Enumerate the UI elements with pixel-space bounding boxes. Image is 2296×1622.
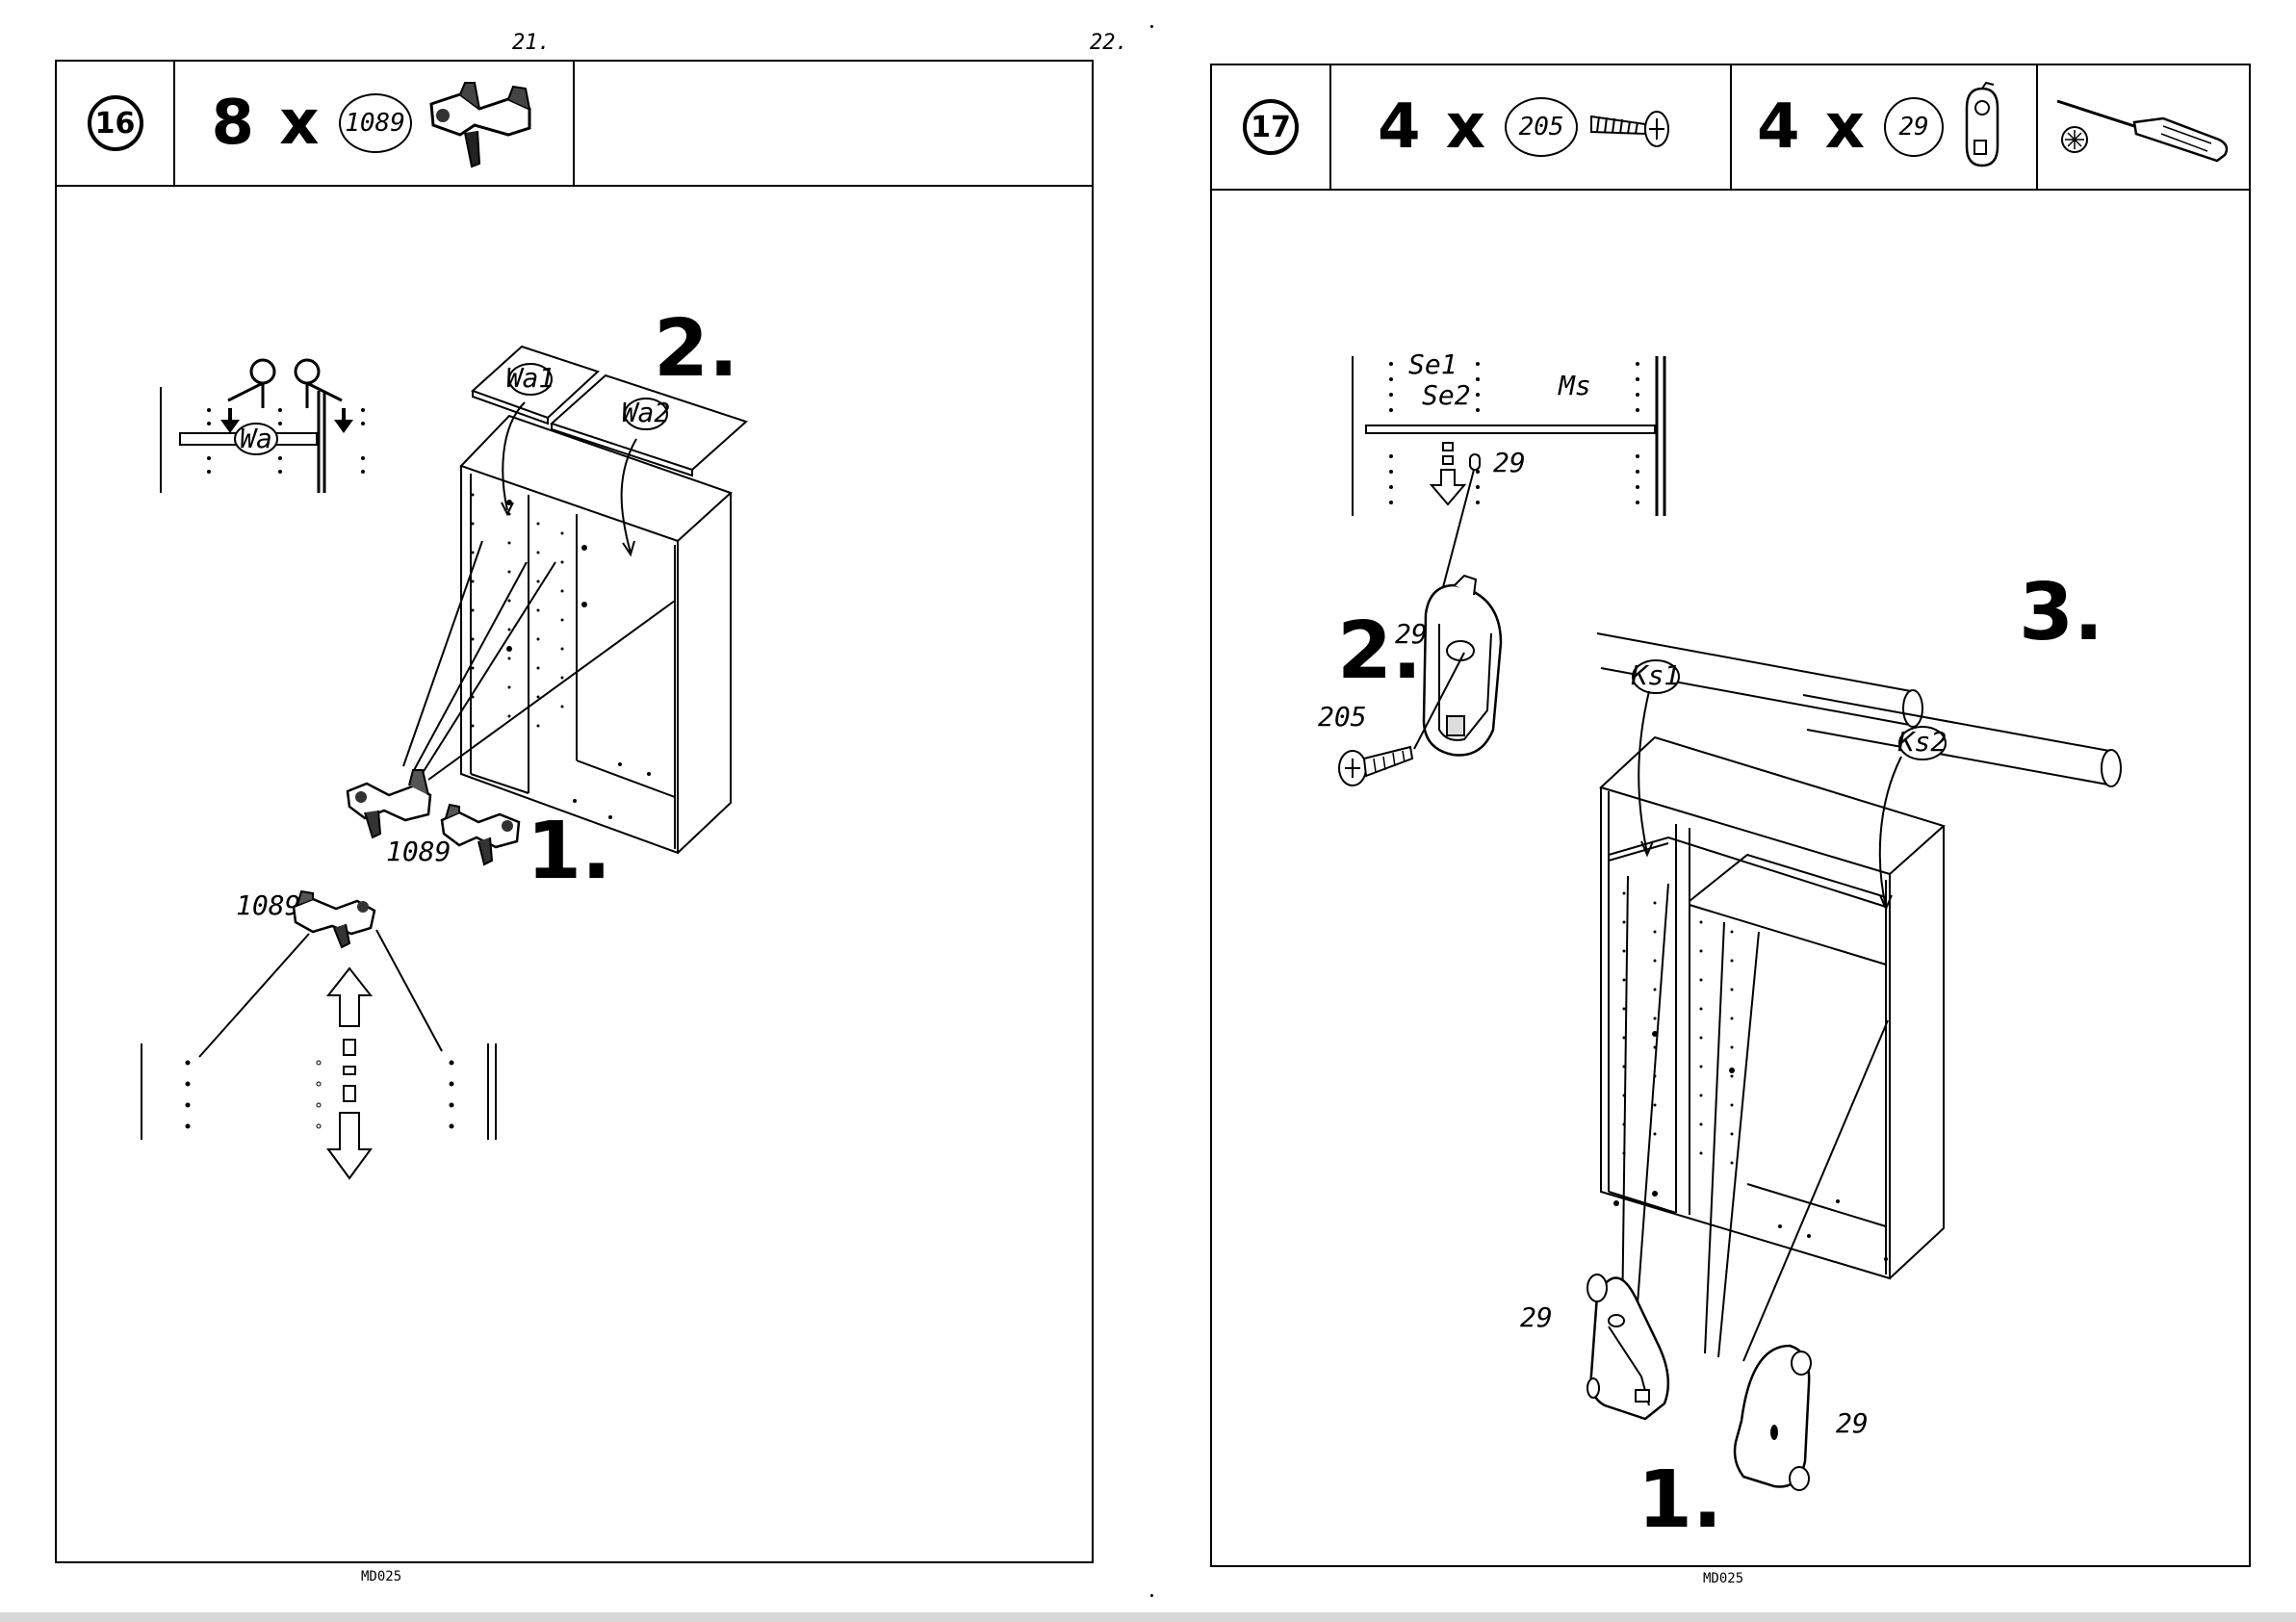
step-16-drawing: Wa (57, 187, 1092, 1561)
rail-bracket-right (1735, 1346, 1811, 1490)
step-17-frame: 17 4 x 205 4 x 29 (1210, 64, 2251, 1567)
label-205: 205 (1318, 701, 1367, 733)
bracket-parts-cell: 4 x 29 (1732, 65, 2038, 189)
step-17-header: 17 4 x 205 4 x 29 (1212, 65, 2249, 191)
footer-code-left: MD025 (361, 1569, 401, 1584)
right-page: 22. 17 4 x 205 4 x 29 (1148, 0, 2296, 1622)
label-ks1: Ks1 (1631, 659, 1681, 691)
substep-3-label: 3. (2019, 567, 2103, 658)
up-down-arrow (328, 968, 371, 1178)
screwdriver-icon (2048, 84, 2240, 170)
shelf-insertion-detail: Wa (161, 360, 365, 493)
substep-2-label: 2. (654, 303, 738, 395)
label-1089-b: 1089 (236, 889, 300, 921)
substep-1-label: 1. (527, 806, 611, 897)
step-number-cell: 16 (57, 62, 175, 185)
label-29-right: 29 (1836, 1407, 1869, 1439)
label-29-top: 29 (1493, 447, 1526, 478)
step-16-header: 16 8 x 1089 (57, 62, 1092, 187)
screw-part-circle: 205 (1505, 97, 1578, 157)
label-29-detail: 29 (1395, 618, 1428, 650)
bracket-part-circle: 29 (1884, 97, 1944, 157)
wardrobe-carcass-right (1601, 737, 1944, 1278)
left-page: 21. 16 8 x 1089 (0, 0, 1148, 1622)
label-wa: Wa (240, 423, 272, 454)
arrow-ks1 (1638, 691, 1649, 853)
carcass-holes (472, 394, 652, 819)
step-number-badge: 16 (88, 95, 143, 151)
rail-bracket-left (1587, 1274, 1668, 1419)
bracket-quantity: 4 x (1757, 91, 1867, 163)
bracket-pointer-lines (1622, 876, 1888, 1361)
shelf-support-a (348, 770, 430, 837)
empty-header-cell (575, 62, 1092, 185)
page-number-right: 22. (1090, 31, 1128, 55)
clothes-rail-ks1: Ks1 (1597, 633, 1922, 727)
screw-quantity: 4 x (1378, 91, 1487, 163)
label-wa1: Wa1 (506, 362, 555, 394)
part-quantity: 8 x (211, 88, 321, 159)
footer-code-right: MD025 (1703, 1571, 1743, 1586)
page-number-left: 21. (512, 31, 551, 55)
center-mark-bottom (1150, 1594, 1153, 1597)
label-se1: Se1 (1408, 348, 1458, 380)
label-ks2: Ks2 (1897, 726, 1948, 758)
screw-parts-cell: 4 x 205 (1331, 65, 1732, 189)
parts-cell: 8 x 1089 (175, 62, 575, 185)
label-se2: Se2 (1422, 379, 1471, 411)
label-wa2: Wa2 (622, 397, 671, 428)
label-ms: Ms (1558, 370, 1591, 401)
bottom-edge-bar (0, 1612, 2296, 1622)
tool-cell (2038, 65, 2249, 189)
center-mark-top (1150, 25, 1153, 28)
step-17-drawing: Se1 Se2 Ms 29 2. 29 205 (1212, 191, 2249, 1565)
label-29-left: 29 (1520, 1301, 1553, 1333)
clothes-rail-ks2: Ks2 (1803, 695, 2121, 786)
screw-icon (1587, 103, 1684, 151)
wardrobe-carcass (461, 416, 731, 853)
label-1089-a: 1089 (386, 836, 451, 867)
rail-bracket-icon (1953, 79, 2011, 175)
shelf-support-b (442, 805, 519, 864)
support-pointer-lines (403, 541, 675, 780)
substep-1-label-right: 1. (1638, 1455, 1722, 1546)
step-number-badge: 17 (1243, 99, 1299, 155)
step-16-frame: 16 8 x 1089 (55, 60, 1094, 1563)
shelf-support-icon (422, 75, 537, 171)
rail-position-detail: Se1 Se2 Ms 29 (1353, 348, 1664, 587)
step-number-cell: 17 (1212, 65, 1331, 189)
down-arrow (1432, 443, 1464, 504)
part-number-circle: 1089 (339, 93, 412, 153)
rail-bracket-detail (1424, 576, 1501, 755)
